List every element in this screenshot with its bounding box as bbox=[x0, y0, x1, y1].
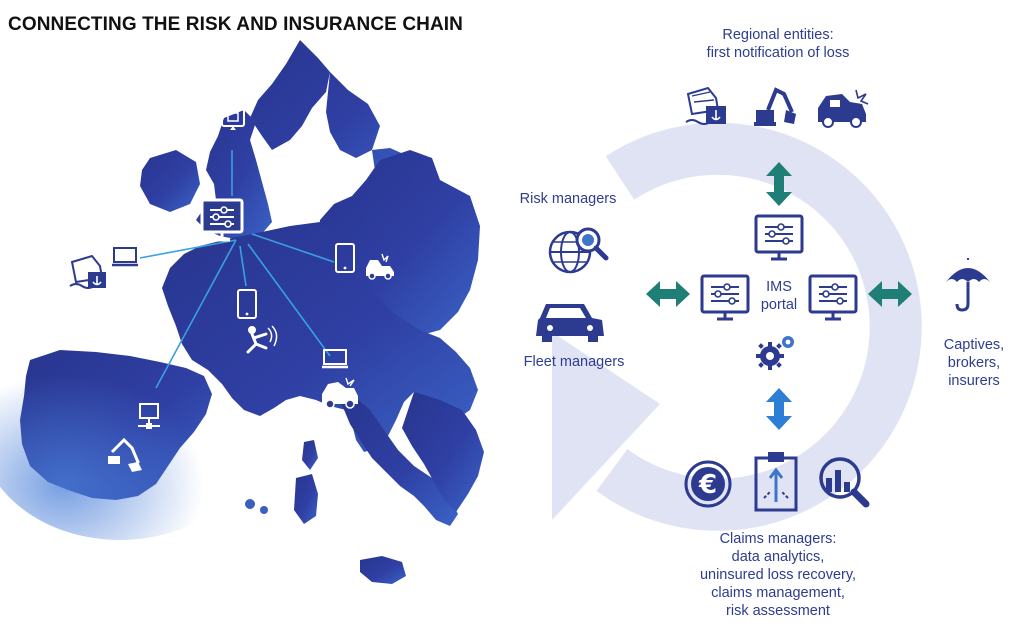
sardinia-landmass bbox=[294, 474, 318, 524]
globe-search-icon bbox=[548, 227, 609, 274]
label-line: first notification of loss bbox=[706, 45, 850, 61]
sicily-landmass bbox=[360, 556, 406, 584]
network-icon bbox=[138, 403, 160, 429]
arrow-up-down-top bbox=[766, 162, 792, 206]
italy-landmass bbox=[340, 398, 458, 526]
arrow-up-down-bottom bbox=[766, 388, 792, 430]
label-line: Regional entities: bbox=[722, 27, 834, 43]
balkans-landmass bbox=[402, 392, 484, 512]
umbrella-icon bbox=[946, 258, 990, 312]
label-line: data analytics, bbox=[731, 549, 825, 565]
arrow-left-right-left bbox=[646, 281, 690, 307]
regional-entities-label: Regional entities: first notification of… bbox=[680, 26, 876, 62]
label-line: insurers bbox=[948, 373, 1000, 389]
connector-arrows bbox=[646, 162, 912, 430]
car-crash-icon bbox=[322, 377, 358, 409]
clipboard-icon bbox=[754, 452, 798, 512]
map-connections bbox=[139, 150, 335, 389]
island bbox=[260, 506, 268, 514]
excavator-icon bbox=[754, 87, 796, 126]
portal-monitors bbox=[700, 214, 858, 370]
portal-monitor-icon bbox=[200, 198, 244, 242]
tablet-icon bbox=[335, 243, 355, 273]
regional-icons bbox=[685, 86, 869, 128]
label-line: Claims managers: bbox=[719, 531, 837, 547]
laptop-icon bbox=[322, 349, 348, 369]
europe-map bbox=[0, 40, 484, 584]
label-line: brokers, bbox=[947, 355, 1001, 371]
label-line: IMS bbox=[766, 279, 792, 295]
monitor-icon bbox=[700, 274, 750, 321]
monitor-icon bbox=[754, 214, 804, 261]
corsica-landmass bbox=[302, 440, 318, 470]
risk-managers-label: Risk managers bbox=[519, 191, 617, 207]
fleet-managers-label: Fleet managers bbox=[523, 354, 625, 370]
monitor-icon bbox=[221, 107, 245, 130]
slip-fall-icon bbox=[246, 325, 278, 354]
cycle-arrow bbox=[552, 122, 922, 531]
euro-icon: € bbox=[684, 460, 732, 508]
captives-label: Captives, brokers, insurers bbox=[932, 336, 1016, 390]
page-title: CONNECTING THE RISK AND INSURANCE CHAIN bbox=[8, 14, 463, 35]
ireland-landmass bbox=[140, 150, 200, 212]
svg-text:€: € bbox=[698, 470, 717, 500]
label-line: claims management, bbox=[711, 585, 845, 601]
car-icon bbox=[536, 304, 604, 342]
map-highlight bbox=[0, 320, 260, 540]
ship-icon bbox=[69, 254, 106, 289]
label-line: Captives, bbox=[943, 337, 1005, 353]
car-crash-icon bbox=[366, 253, 394, 280]
label-line: risk assessment bbox=[726, 603, 830, 619]
excavator-icon bbox=[108, 437, 142, 472]
gears-icon bbox=[756, 336, 794, 370]
arrow-left-right-right bbox=[868, 281, 912, 307]
cycle-arrowhead bbox=[552, 332, 660, 520]
chart-search-icon bbox=[819, 457, 870, 508]
scandinavia-landmass bbox=[250, 40, 420, 188]
label-line: portal bbox=[760, 297, 798, 313]
monitor-icon bbox=[808, 274, 858, 321]
laptop-icon bbox=[112, 247, 138, 267]
island bbox=[245, 499, 255, 509]
label-line: uninsured loss recovery, bbox=[699, 567, 857, 583]
ship-icon bbox=[685, 86, 726, 125]
car-crash-icon bbox=[818, 89, 869, 128]
map-icons bbox=[69, 107, 394, 472]
tablet-icon bbox=[237, 289, 257, 319]
claims-managers-label: Claims managers: data analytics, uninsur… bbox=[670, 530, 886, 620]
ims-portal-label: IMS portal bbox=[752, 278, 806, 314]
